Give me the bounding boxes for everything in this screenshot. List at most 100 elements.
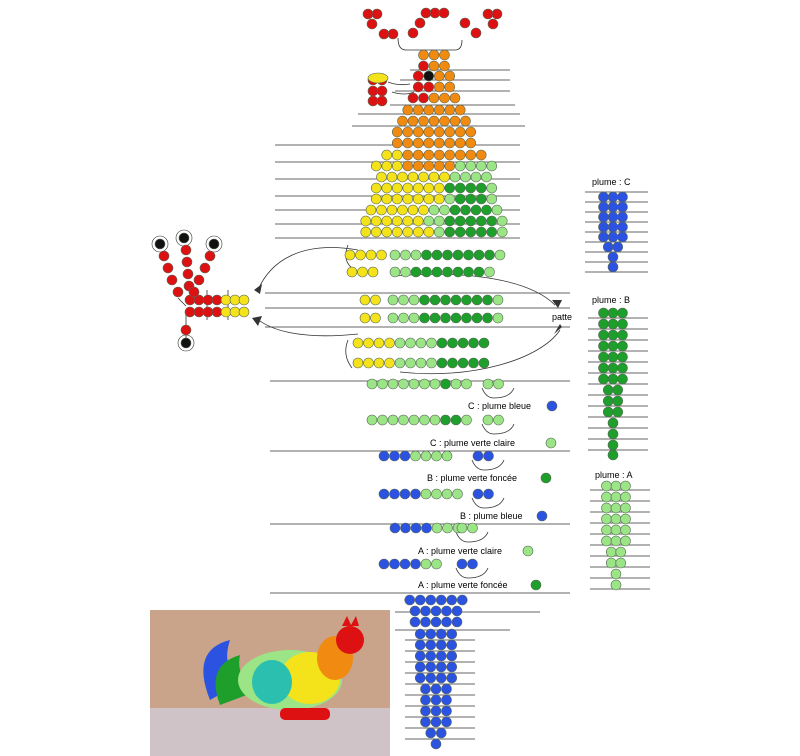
bead <box>446 594 458 606</box>
bead <box>456 558 468 570</box>
legend-dot <box>530 579 542 591</box>
bead <box>402 226 414 238</box>
bead <box>381 215 393 227</box>
bead <box>471 294 483 306</box>
bead <box>428 115 440 127</box>
bead <box>412 104 424 116</box>
bead <box>460 115 471 127</box>
bead <box>468 337 479 349</box>
bead <box>451 605 463 617</box>
bead <box>433 104 445 116</box>
bead <box>617 340 628 352</box>
bead <box>412 226 424 238</box>
bead <box>447 337 458 349</box>
bead <box>428 204 440 216</box>
bead <box>493 378 504 390</box>
bead <box>399 488 411 500</box>
bead <box>188 286 200 298</box>
bead <box>389 266 401 278</box>
bead <box>612 395 624 407</box>
bead <box>398 378 409 390</box>
bead <box>412 160 424 172</box>
bead <box>423 81 435 93</box>
bead <box>423 104 435 116</box>
bead <box>377 378 388 390</box>
bead <box>430 694 442 706</box>
bead <box>465 149 477 161</box>
connector-curve <box>255 317 359 337</box>
arrow-head <box>252 316 262 326</box>
bead <box>370 160 382 172</box>
bead <box>435 727 447 739</box>
bead <box>482 414 494 426</box>
bead <box>391 126 403 138</box>
bead <box>431 522 443 534</box>
bead <box>483 488 494 500</box>
bead <box>381 160 393 172</box>
bead <box>387 414 399 426</box>
connector-curve <box>455 531 489 543</box>
bead <box>440 312 451 324</box>
connector-curve <box>481 387 515 399</box>
arrow-head <box>552 300 562 308</box>
bead <box>465 137 477 149</box>
bead <box>384 357 395 369</box>
bead <box>420 705 431 717</box>
bead <box>486 182 498 194</box>
bead <box>363 357 374 369</box>
bead <box>446 650 458 662</box>
bead <box>420 558 432 570</box>
bead <box>433 160 445 172</box>
bead <box>433 149 445 161</box>
bead <box>370 193 382 205</box>
bead <box>494 249 506 261</box>
bead <box>454 160 466 172</box>
bead <box>607 201 619 213</box>
bead <box>615 546 627 558</box>
bead <box>486 226 498 238</box>
bead <box>211 306 223 318</box>
bead <box>387 294 399 306</box>
bead <box>492 294 504 306</box>
bead <box>365 249 377 261</box>
plume-c-label: plume : C <box>592 177 631 187</box>
bead <box>612 406 624 418</box>
bead <box>598 329 609 341</box>
bead <box>357 266 368 278</box>
bead <box>172 286 184 298</box>
bead <box>378 488 390 500</box>
bead <box>360 215 372 227</box>
bead <box>412 137 424 149</box>
bead <box>470 27 482 39</box>
bead <box>360 226 372 238</box>
bead <box>220 306 232 318</box>
legend-dot <box>546 400 558 412</box>
bead <box>389 558 400 570</box>
bead <box>470 204 482 216</box>
bead <box>402 137 414 149</box>
bead <box>419 312 430 324</box>
bead <box>444 182 456 194</box>
bead <box>423 215 435 227</box>
bead <box>433 226 445 238</box>
bead <box>391 182 403 194</box>
connector-curve <box>257 247 359 291</box>
bead <box>607 439 619 451</box>
bead <box>482 312 493 324</box>
bead <box>412 126 424 138</box>
bead <box>617 231 628 243</box>
bead <box>381 226 393 238</box>
bead <box>412 193 424 205</box>
bead <box>387 378 399 390</box>
bead-grid <box>154 7 631 750</box>
bead <box>441 605 452 617</box>
bead <box>370 294 381 306</box>
bead <box>617 362 628 374</box>
bead <box>486 215 498 227</box>
bead <box>436 337 448 349</box>
bead <box>492 312 504 324</box>
connector-curve <box>471 497 505 509</box>
bead <box>449 115 461 127</box>
bead <box>412 81 424 93</box>
bead <box>607 251 619 263</box>
